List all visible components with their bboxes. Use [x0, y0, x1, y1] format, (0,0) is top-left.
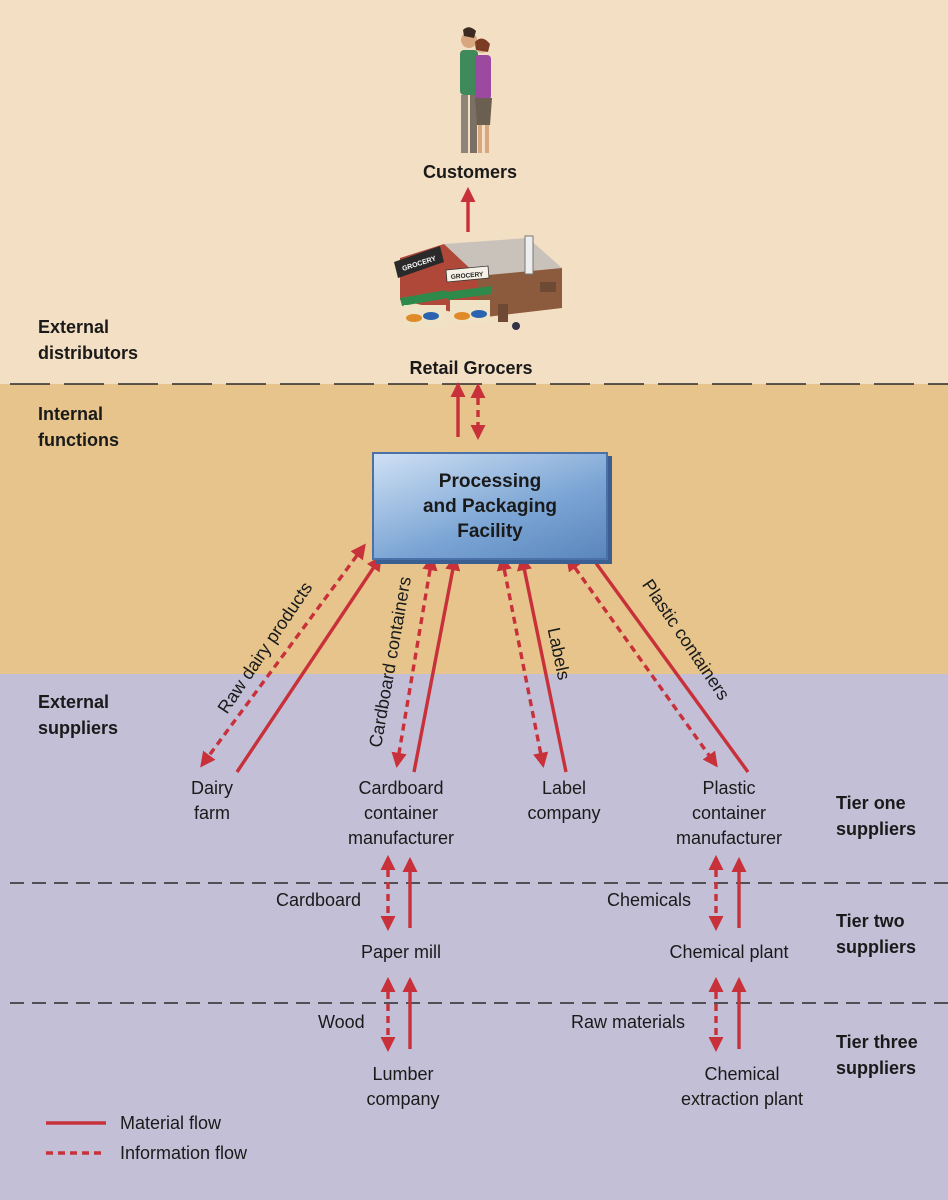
zone-distributors-line-2: distributors: [38, 343, 139, 363]
tier-three-line-2: suppliers: [836, 1058, 917, 1078]
customers-icon: [460, 27, 492, 153]
dairy-farm-line-2: farm: [193, 803, 230, 823]
dairy-farm-line-1: Dairy: [190, 778, 234, 798]
tier-label-one: Tier one suppliers: [836, 790, 916, 842]
zone-label-external-distributors: External distributors: [38, 314, 138, 366]
cardboard-mfr-line-1: Cardboard: [358, 778, 444, 798]
node-plastic-container-manufacturer: Plastic container manufacturer: [676, 776, 782, 851]
node-paper-mill: Paper mill: [360, 942, 442, 962]
zone-label-external-suppliers: External suppliers: [38, 689, 118, 741]
grocery-store-icon: GROCERY GROCERY: [394, 235, 562, 330]
grocery-sign-right: GROCERY: [451, 271, 485, 281]
flow-label-cardboard-containers: Cardboard containers: [365, 575, 415, 749]
flow-label-raw-materials: Raw materials: [571, 1012, 686, 1032]
node-cardboard-container-manufacturer: Cardboard container manufacturer: [348, 776, 454, 851]
node-customers: Customers: [422, 162, 518, 182]
flow-label-chemicals: Chemicals: [607, 890, 692, 910]
facility-line-3: Facility: [457, 520, 523, 542]
flow-label-wood: Wood: [318, 1012, 365, 1032]
info-flow-dairy-facility: [200, 543, 366, 768]
external-suppliers-band: [0, 674, 948, 1200]
zone-internal-line-2: functions: [38, 430, 119, 450]
zone-suppliers-line-1: External: [38, 692, 110, 712]
legend-material-label: Material flow: [120, 1113, 222, 1133]
material-flow-cardboard-mfr-to-facility: [412, 554, 461, 773]
zone-distributors-line-1: External: [38, 317, 110, 337]
plastic-mfr-line-1: Plastic: [702, 778, 756, 798]
extraction-line-2: extraction plant: [680, 1089, 804, 1109]
info-flow-cardboard-mfr-facility: [391, 554, 438, 769]
flow-label-labels: Labels: [544, 626, 575, 682]
flow-label-raw-dairy-products: Raw dairy products: [214, 578, 317, 717]
zone-label-internal-functions: Internal functions: [38, 401, 119, 453]
node-processing-facility: Processing and Packaging Facility: [372, 452, 608, 560]
tier-two-line-2: suppliers: [836, 937, 917, 957]
node-dairy-farm: Dairy farm: [191, 776, 233, 826]
tier-two-line-1: Tier two: [836, 911, 905, 931]
node-lumber-company: Lumber company: [366, 1062, 439, 1112]
flow-label-cardboard: Cardboard: [276, 890, 362, 910]
tier-one-line-1: Tier one: [836, 793, 906, 813]
tier-one-line-2: suppliers: [836, 819, 917, 839]
info-flow-plastic-mfr-facility: [566, 555, 718, 768]
material-flow-plastic-mfr-to-facility: [583, 545, 750, 774]
node-chemical-extraction-plant: Chemical extraction plant: [681, 1062, 803, 1112]
cardboard-mfr-line-2: container: [363, 803, 439, 823]
label-company-line-1: Label: [541, 778, 587, 798]
plastic-mfr-line-3: manufacturer: [675, 828, 783, 848]
legend-information-label: Information flow: [120, 1143, 248, 1163]
lumber-company-line-1: Lumber: [372, 1064, 434, 1084]
facility-line-1: Processing: [438, 470, 542, 492]
zone-internal-line-1: Internal: [38, 404, 104, 424]
label-company-line-2: company: [527, 803, 601, 823]
node-chemical-plant: Chemical plant: [669, 942, 789, 962]
facility-line-2: and Packaging: [422, 495, 558, 517]
tier-three-line-1: Tier three: [836, 1032, 918, 1052]
info-flow-label-facility: [496, 554, 549, 769]
plastic-mfr-line-2: container: [691, 803, 767, 823]
extraction-line-1: Chemical: [704, 1064, 780, 1084]
lumber-company-line-2: company: [366, 1089, 440, 1109]
node-label-company: Label company: [527, 776, 600, 826]
tier-label-two: Tier two suppliers: [836, 908, 916, 960]
cardboard-mfr-line-3: manufacturer: [347, 828, 455, 848]
zone-suppliers-line-2: suppliers: [38, 718, 119, 738]
node-retail-grocers: Retail Grocers: [409, 358, 533, 378]
tier-label-three: Tier three suppliers: [836, 1029, 918, 1081]
